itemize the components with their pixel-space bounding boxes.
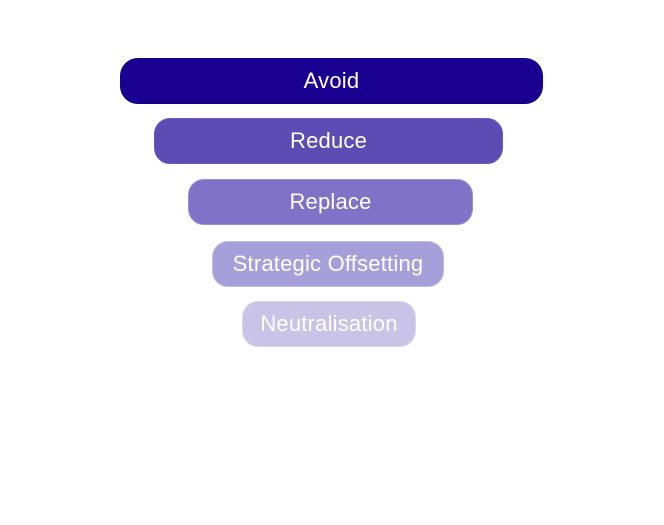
tier-replace: Replace	[188, 179, 473, 225]
tier-neutralisation: Neutralisation	[242, 301, 416, 347]
tier-strategic-offsetting: Strategic Offsetting	[212, 241, 444, 287]
tier-avoid: Avoid	[120, 58, 543, 104]
tier-reduce: Reduce	[154, 118, 503, 164]
